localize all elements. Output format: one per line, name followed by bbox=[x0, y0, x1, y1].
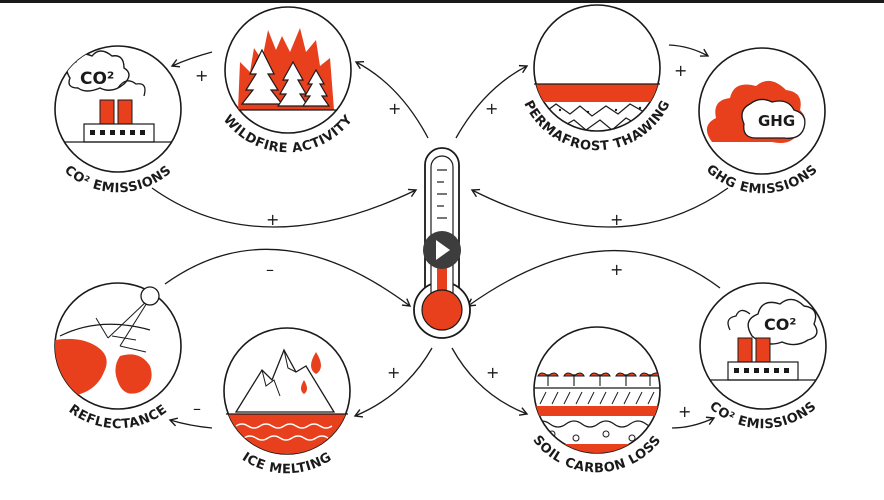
sign-co2-to-thermo: + bbox=[266, 210, 279, 229]
arrow-thermo-to-permafrost bbox=[455, 64, 529, 139]
arrow-thermo-to-ice bbox=[353, 347, 433, 418]
water-drop-large bbox=[311, 352, 321, 374]
ghg-badge: GHG bbox=[758, 112, 795, 130]
sign-thermo-to-wildfire: + bbox=[388, 99, 401, 118]
co2-badge-left: CO² bbox=[80, 69, 114, 89]
node-co2-emissions-right: CO² CO² EMISSIONS bbox=[699, 282, 827, 432]
arrow-soil-to-co2right bbox=[671, 416, 716, 429]
water-drop-small bbox=[301, 380, 307, 394]
node-permafrost-thawing: PERMAFROST THAWING bbox=[520, 4, 673, 154]
arrows bbox=[151, 44, 729, 429]
node-soil-carbon-loss: SOIL CARBON LOSS bbox=[530, 326, 664, 476]
sign-ghg-to-thermo: + bbox=[610, 210, 623, 229]
sign-reflectance-to-thermo: – bbox=[266, 260, 274, 279]
arrow-wildfire-to-co2 bbox=[170, 51, 213, 68]
node-ghg-emissions: GHG GHG EMISSIONS bbox=[698, 47, 826, 197]
arrow-thermo-to-wildfire bbox=[354, 61, 429, 139]
play-icon bbox=[436, 240, 450, 260]
sign-soil-to-co2right: + bbox=[678, 402, 691, 421]
node-ice-melting: ICE MELTING bbox=[223, 327, 351, 477]
play-button[interactable] bbox=[423, 231, 461, 269]
arrow-thermo-to-soil bbox=[451, 347, 529, 416]
arrow-co2right-to-thermo bbox=[466, 249, 721, 307]
arrow-co2-to-thermo bbox=[151, 187, 418, 228]
sign-wildfire-to-co2: + bbox=[195, 66, 208, 85]
sign-co2right-to-thermo: + bbox=[610, 260, 623, 279]
node-reflectance: REFLECTANCE bbox=[54, 282, 182, 432]
top-border bbox=[0, 0, 884, 3]
arrow-ice-to-reflectance bbox=[168, 417, 213, 429]
arrow-ghg-to-thermo bbox=[470, 187, 729, 228]
node-wildfire-activity: WILDFIRE ACTIVITY bbox=[220, 6, 355, 156]
sign-permafrost-to-ghg: + bbox=[674, 61, 687, 80]
co2-badge-right: CO² bbox=[764, 315, 796, 334]
arrow-permafrost-to-ghg bbox=[668, 44, 710, 57]
sign-thermo-to-ice: + bbox=[387, 363, 400, 382]
sign-ice-to-reflectance: – bbox=[193, 399, 201, 418]
arrow-reflectance-to-thermo bbox=[164, 248, 412, 307]
sign-thermo-to-permafrost: + bbox=[485, 99, 498, 118]
signs: + + + + + + – + + + – + bbox=[193, 61, 691, 421]
node-co2-emissions-left: CO² CO² EMISSIONS bbox=[54, 45, 182, 196]
sign-thermo-to-soil: + bbox=[486, 363, 499, 382]
